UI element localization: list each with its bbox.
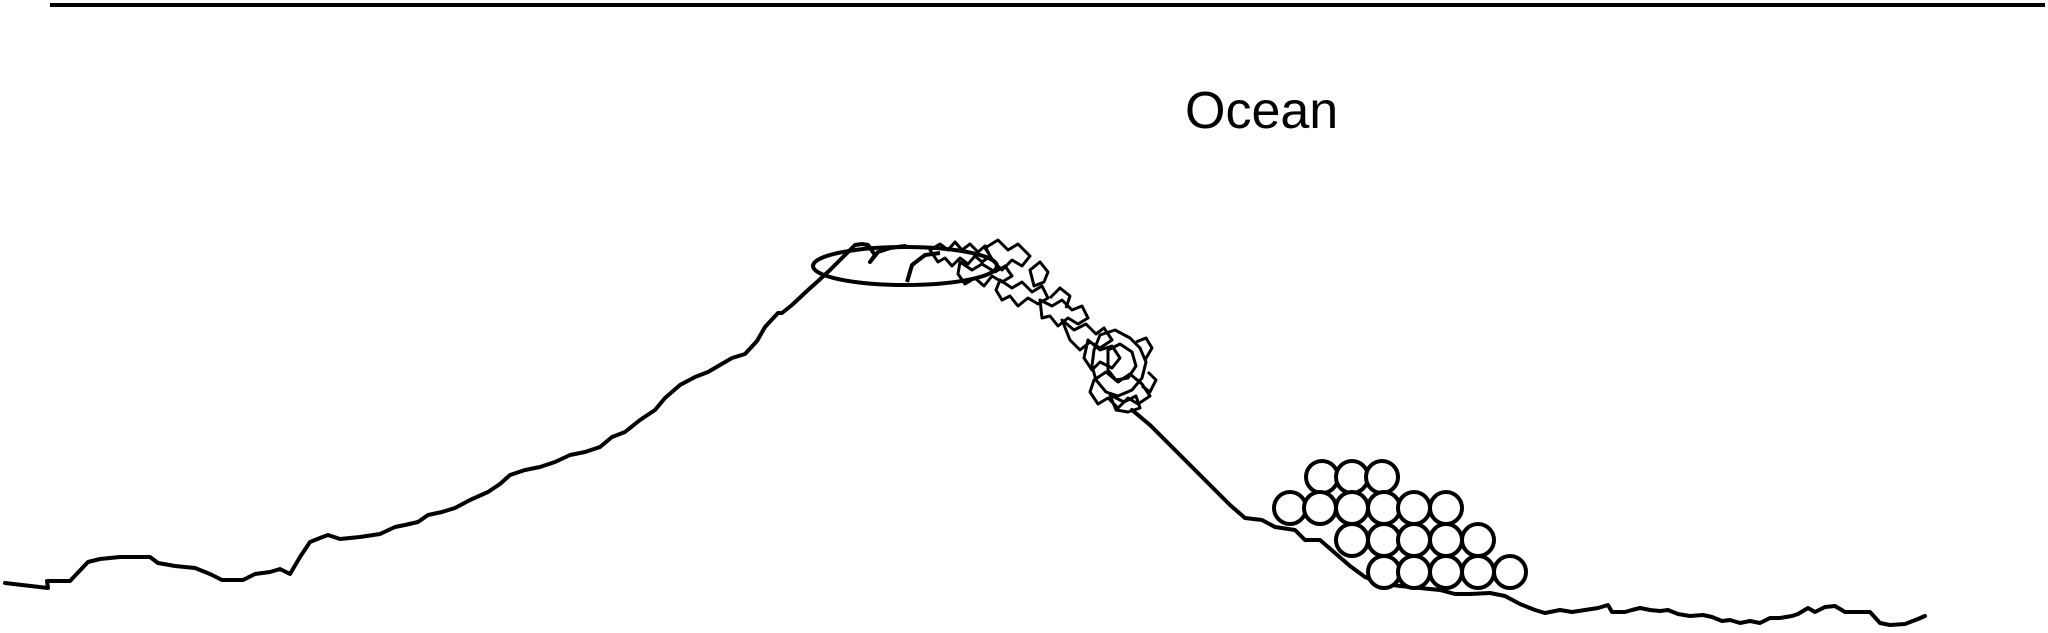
boulder-pile: [1272, 459, 1528, 590]
boulder: [1428, 554, 1464, 590]
lower-slope-line: [1130, 408, 1927, 627]
boulder: [1302, 490, 1338, 526]
boulder: [1272, 490, 1308, 526]
boulder: [1460, 554, 1496, 590]
boulder: [1396, 490, 1432, 526]
boulder: [1366, 490, 1402, 526]
boulder: [1428, 490, 1464, 526]
boulder: [1492, 554, 1528, 590]
seamount-summit-crater: [811, 245, 999, 287]
boulder: [1334, 490, 1370, 526]
boulder: [1396, 554, 1432, 590]
boulder: [1304, 459, 1340, 495]
boulder: [1334, 522, 1370, 558]
boulder: [1396, 522, 1432, 558]
slope-rubble-cluster: [928, 238, 1158, 414]
boulder: [1364, 459, 1400, 495]
boulder: [1334, 459, 1370, 495]
boulder: [1428, 522, 1464, 558]
boulder: [1460, 522, 1496, 558]
boulder: [1366, 522, 1402, 558]
seafloor-profile: [3, 242, 907, 590]
boulder: [1366, 554, 1402, 590]
ocean-label: Ocean: [1185, 82, 1338, 140]
